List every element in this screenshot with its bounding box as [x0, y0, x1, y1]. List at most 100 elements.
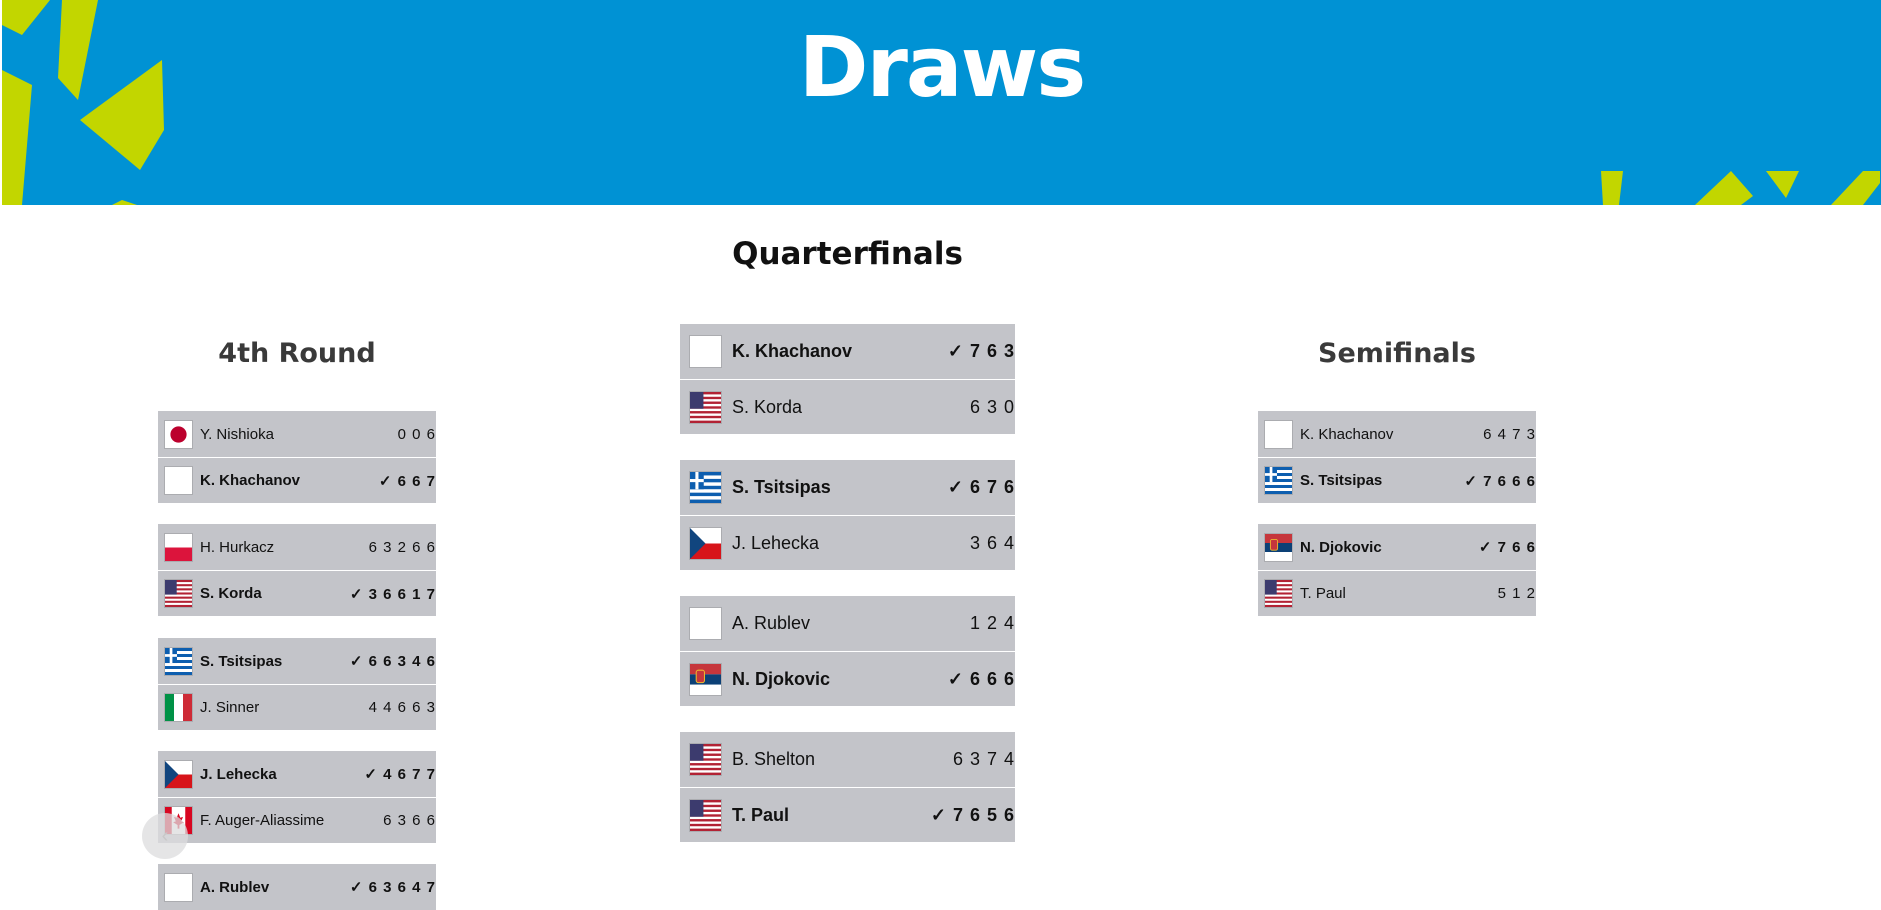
serbia-flag-icon [1265, 533, 1292, 561]
match-score: 1 2 4 [969, 613, 1015, 633]
match-score: 6 3 7 4 [952, 749, 1015, 769]
player-row: T. Paul✓ 7 6 5 6 [680, 787, 1015, 842]
match-score: 4 4 6 6 3 [368, 699, 436, 716]
player-name: B. Shelton [732, 749, 816, 769]
match-score: ✓ 7 6 6 6 [1464, 472, 1536, 490]
page-title: Quarterfinals [732, 236, 963, 272]
match-card[interactable]: Y. Nishioka 0 0 6 K. Khachanov ✓ 6 6 7 [158, 411, 436, 503]
match-score: ✓ 3 6 6 1 7 [349, 585, 436, 603]
player-row: J. Sinner 4 4 6 6 3 [158, 684, 436, 730]
player-row: A. Rublev ✓ 6 3 6 4 7 [158, 864, 436, 910]
greece-flag-icon [1265, 467, 1292, 494]
player-name: A. Rublev [200, 878, 270, 896]
match-card[interactable]: K. Khachanov ✓ 7 6 3 S. Korda 6 3 0 [680, 324, 1015, 434]
match-card[interactable]: J. Lehecka ✓ 4 6 7 7 F. Auger-Aliassime 6 3… [158, 751, 436, 843]
player-name: S. Tsitsipas [200, 652, 283, 670]
previous-round-button[interactable]: ‹ [142, 813, 188, 859]
player-name: S. Tsitsipas [732, 477, 831, 497]
match-score: 5 1 2 [1497, 585, 1536, 602]
player-name: S. Korda [200, 585, 262, 602]
match-card[interactable]: A. Rublev ✓ 6 3 6 4 7 [158, 864, 436, 910]
player-row: Y. Nishioka 0 0 6 [158, 411, 436, 457]
player-name: N. Djokovic [1300, 538, 1382, 556]
player-row: S. Tsitsipas ✓ 6 6 3 4 6 [158, 638, 436, 684]
match-card[interactable]: B. Shelton 6 3 7 4 T. Paul✓ 7 6 5 6 [680, 732, 1015, 842]
usa-flag-icon [690, 744, 721, 775]
serbia-flag-icon [690, 663, 721, 695]
header-banner: Draws [2, 0, 1881, 205]
banner-decoration-left [2, 0, 164, 205]
player-row: S. Korda 6 3 0 [680, 379, 1015, 434]
player-row: K. Khachanov ✓ 7 6 3 [680, 324, 1015, 379]
greece-flag-icon [690, 472, 721, 503]
match-score: ✓ 6 6 7 [378, 472, 436, 490]
player-row: J. Lehecka ✓ 4 6 7 7 [158, 751, 436, 797]
usa-flag-icon [1265, 580, 1292, 607]
match-score: 6 3 6 6 [383, 812, 436, 829]
player-name: Y. Nishioka [200, 425, 274, 443]
czech-flag-icon [690, 527, 721, 559]
player-row: N. Djokovic ✓ 7 6 6 [1258, 524, 1536, 570]
usa-flag-icon [165, 580, 192, 607]
player-row: K. Khachanov ✓ 6 6 7 [158, 457, 436, 503]
blank-flag-icon [165, 873, 192, 901]
match-score: ✓ 7 6 6 [1478, 539, 1536, 556]
usa-flag-icon [690, 799, 721, 831]
match-card[interactable]: H. Hurkacz 6 3 2 6 6 S. Korda ✓ 3 6 6 1 7 [158, 524, 436, 616]
greece-flag-icon [165, 647, 192, 675]
match-score: 0 0 6 [397, 425, 436, 443]
banner-title: Draws [798, 18, 1086, 116]
match-score: ✓ 6 3 6 4 7 [349, 879, 436, 896]
player-row: S. Korda ✓ 3 6 6 1 7 [158, 570, 436, 616]
match-score: 3 6 4 [969, 532, 1015, 553]
czech-flag-icon [165, 760, 192, 788]
player-row: S. Tsitsipas ✓ 7 6 6 6 [1258, 457, 1536, 503]
match-score: ✓ 6 6 3 4 6 [349, 653, 436, 670]
player-name: S. Korda [732, 396, 803, 417]
japan-flag-icon [165, 420, 192, 448]
match-score: ✓ 4 6 7 7 [364, 766, 436, 783]
blank-flag-icon [690, 608, 721, 639]
player-row: T. Paul 5 1 2 [1258, 570, 1536, 616]
player-row: F. Auger-Aliassime 6 3 6 6 [158, 797, 436, 843]
blank-flag-icon [690, 336, 721, 367]
player-row: J. Lehecka 3 6 4 [680, 515, 1015, 570]
match-card[interactable]: N. Djokovic ✓ 7 6 6 T. Paul 5 1 2 [1258, 524, 1536, 616]
player-name: H. Hurkacz [200, 538, 275, 556]
player-name: N. Djokovic [732, 668, 831, 689]
blank-flag-icon [165, 467, 192, 494]
player-name: K. Khachanov [200, 472, 301, 489]
match-score: ✓ 6 6 6 [947, 668, 1015, 689]
player-name: T. Paul [732, 804, 790, 825]
player-row: B. Shelton 6 3 7 4 [680, 732, 1015, 787]
player-name: T. Paul [1300, 585, 1346, 602]
round-4-title: 4th Round [218, 338, 376, 369]
poland-flag-icon [165, 533, 192, 561]
match-score: 6 3 0 [969, 396, 1015, 417]
match-score: 6 3 2 6 6 [368, 538, 436, 556]
usa-flag-icon [690, 391, 721, 423]
banner-decoration-right [1601, 171, 1880, 205]
player-name: F. Auger-Aliassime [200, 812, 325, 829]
player-row: K. Khachanov 6 4 7 3 [1258, 411, 1536, 457]
player-name: J. Sinner [200, 699, 260, 716]
blank-flag-icon [1265, 420, 1292, 448]
match-card[interactable]: K. Khachanov 6 4 7 3 S. Tsitsipas ✓ 7 6 6 6 [1258, 411, 1536, 503]
semifinals-title: Semifinals [1318, 338, 1476, 369]
match-card[interactable]: S. Tsitsipas ✓ 6 7 6 J. Lehecka 3 6 4 [680, 460, 1015, 570]
player-row: H. Hurkacz 6 3 2 6 6 [158, 524, 436, 570]
player-name: J. Lehecka [200, 765, 277, 783]
match-score: 6 4 7 3 [1483, 425, 1536, 443]
player-name: J. Lehecka [732, 532, 820, 553]
player-row: N. Djokovic ✓ 6 6 6 [680, 651, 1015, 706]
match-score: ✓ 6 7 6 [947, 477, 1015, 497]
player-name: S. Tsitsipas [1300, 472, 1383, 489]
player-name: K. Khachanov [732, 341, 853, 361]
chevron-left-icon: ‹ [161, 824, 169, 847]
match-score: ✓ 7 6 3 [947, 341, 1015, 361]
italy-flag-icon [165, 694, 192, 721]
player-name: K. Khachanov [1300, 425, 1394, 443]
match-card[interactable]: S. Tsitsipas ✓ 6 6 3 4 6 J. Sinner 4 4 6 6 … [158, 638, 436, 730]
